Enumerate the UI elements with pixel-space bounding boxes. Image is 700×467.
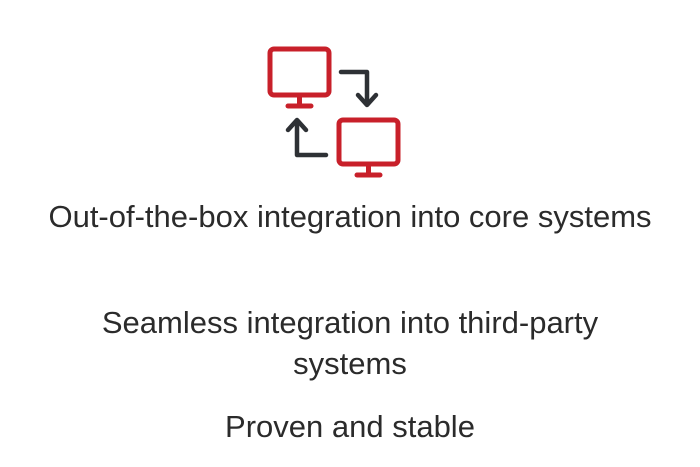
- feature-proven-stable: Proven and stable: [225, 409, 475, 444]
- arrow-up-icon: [285, 117, 329, 158]
- integration-monitors-icon: [267, 46, 401, 178]
- monitor-icon: [267, 46, 332, 109]
- feature-third-party-integration: Seamless integration into third-party sy…: [101, 305, 599, 381]
- monitor-icon: [336, 117, 401, 178]
- feature-core-integration: Out-of-the-box integration into core sys…: [48, 199, 652, 234]
- arrow-down-icon: [338, 69, 379, 108]
